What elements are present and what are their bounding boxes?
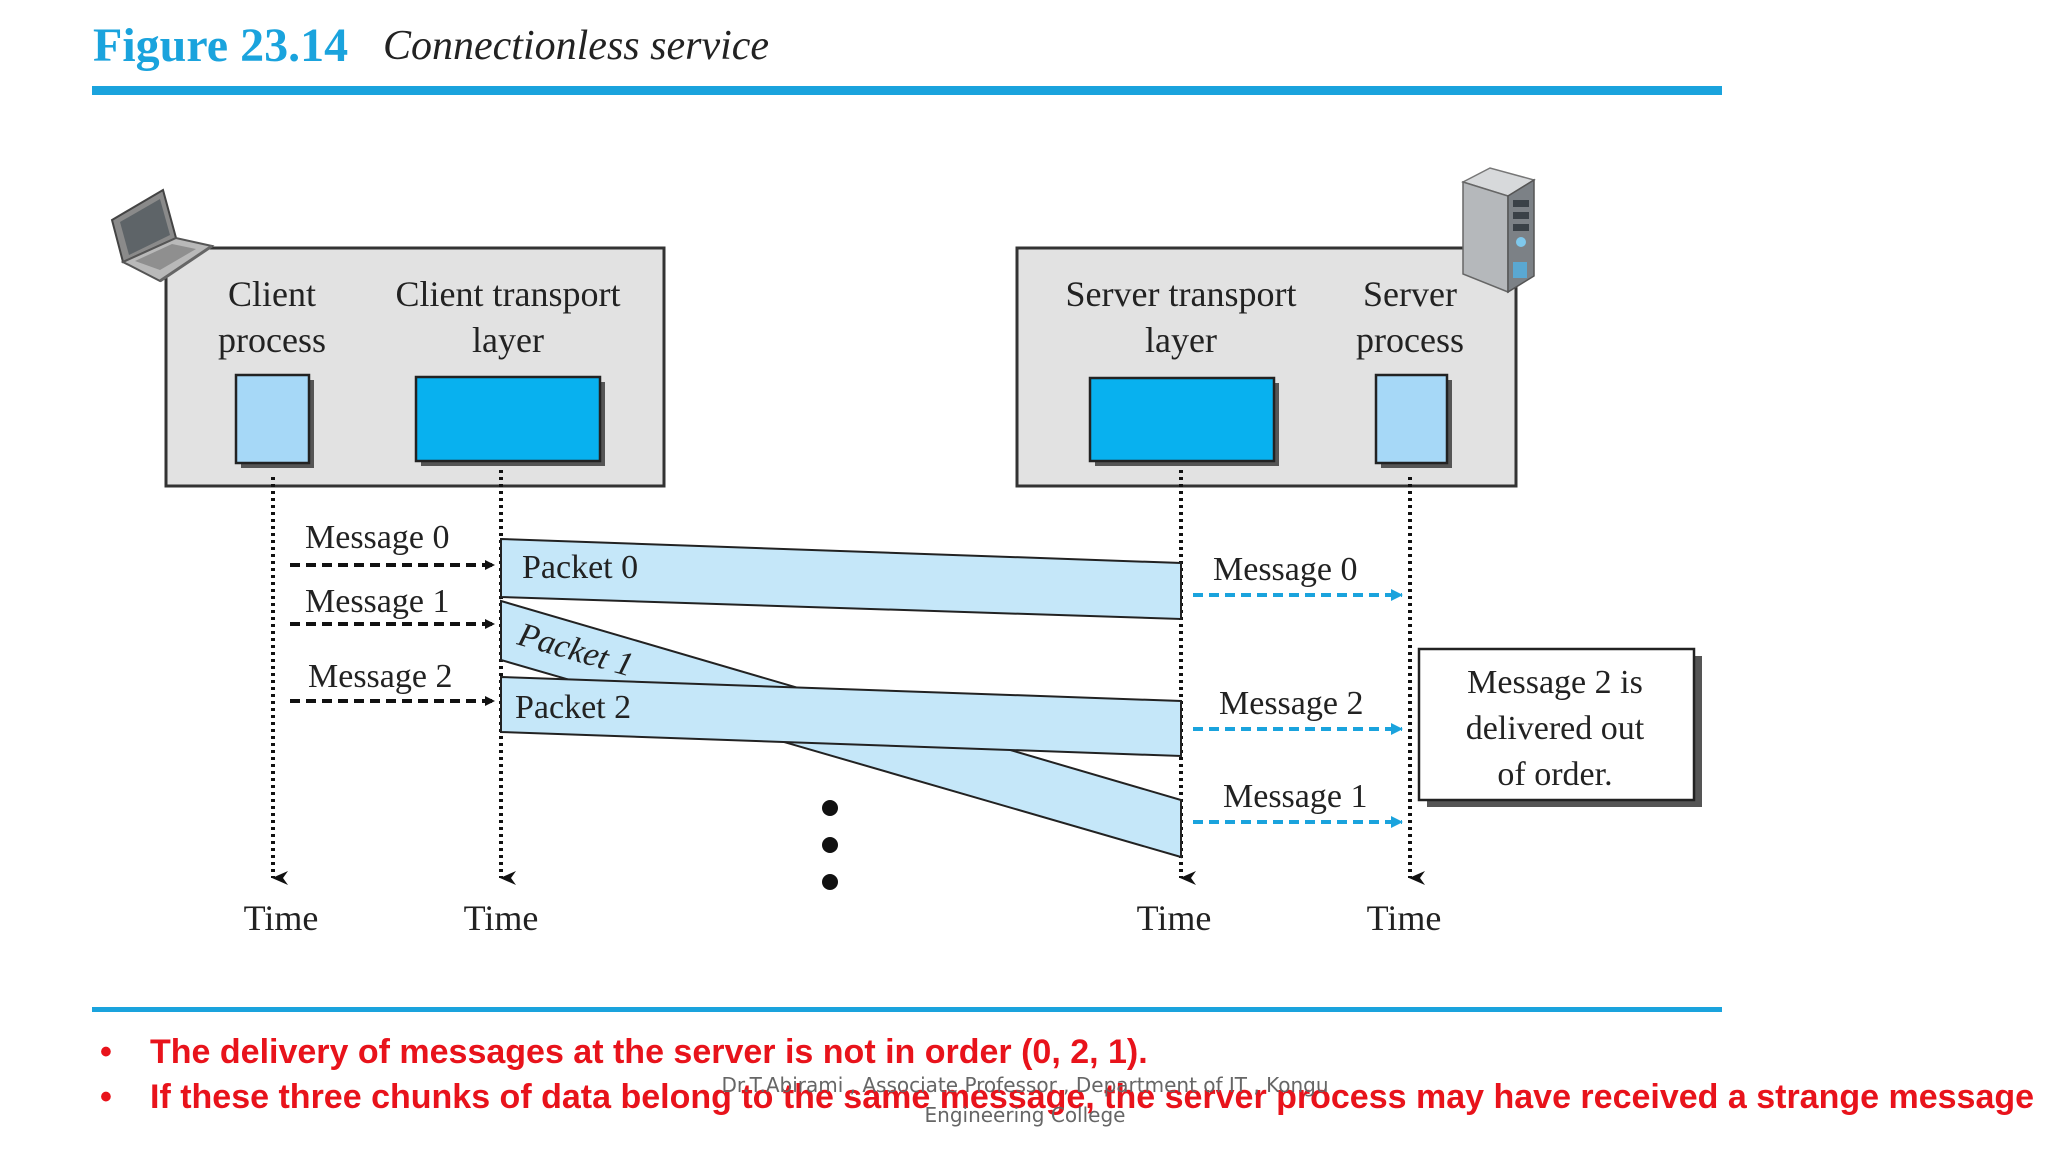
bullet-list: • The delivery of messages at the server …	[100, 1030, 2034, 1120]
footer-line-1: Dr.T.Abirami , Associate Professor , Dep…	[721, 1073, 1329, 1097]
out-of-order-note: Message 2 is delivered out of order.	[1417, 647, 1702, 807]
bullet-item: • If these three chunks of data belong to…	[100, 1075, 2034, 1120]
footer-rule	[92, 1007, 1722, 1012]
time-label-client-process: Time	[244, 898, 319, 938]
bullet-dot: •	[100, 1033, 112, 1071]
server-transport-label-line1: Server transport	[1066, 274, 1297, 314]
client-transport-box	[414, 375, 605, 466]
packet-0-label: Packet 0	[522, 549, 638, 586]
footer-line-2: Engineering College	[924, 1103, 1126, 1127]
client-transport-label-line1: Client transport	[396, 274, 621, 314]
client-process-label-line2: process	[218, 320, 326, 360]
server-process-box	[1374, 373, 1452, 468]
server-transport-label-line2: layer	[1145, 320, 1217, 360]
vertical-ellipsis-icon	[822, 800, 838, 890]
laptop-icon	[110, 188, 215, 283]
sent-message-1-label: Message 1	[305, 583, 449, 620]
server-transport-box	[1088, 376, 1279, 466]
delivered-message-0-label: Message 0	[1213, 551, 1357, 588]
client-transport-label-line2: layer	[472, 320, 544, 360]
client-process-box	[234, 373, 314, 468]
connectionless-service-diagram: Client process Client transport layer Se…	[110, 167, 1702, 938]
note-line-1: Message 2 is	[1467, 664, 1643, 701]
packet-2-band	[500, 675, 1182, 758]
figure-title: Connectionless service	[383, 23, 770, 69]
bullet-item: • The delivery of messages at the server …	[100, 1030, 2020, 1075]
header-rule	[92, 86, 1722, 95]
client-process-label-line1: Client	[228, 274, 316, 314]
server-tower-icon	[1461, 167, 1536, 294]
note-line-3: of order.	[1497, 756, 1612, 793]
bullet-text: If these three chunks of data belong to …	[150, 1078, 2035, 1116]
sent-message-2-label: Message 2	[308, 658, 452, 695]
time-label-server-process: Time	[1367, 898, 1442, 938]
delivered-message-2-label: Message 2	[1219, 685, 1363, 722]
bullet-dot: •	[100, 1078, 112, 1116]
sent-message-0-label: Message 0	[305, 519, 449, 556]
time-label-client-transport: Time	[464, 898, 539, 938]
time-label-server-transport: Time	[1137, 898, 1212, 938]
bullet-text: The delivery of messages at the server i…	[150, 1033, 1148, 1071]
packet-2-label: Packet 2	[515, 689, 631, 726]
slide-footer: Dr.T.Abirami , Associate Professor , Dep…	[690, 1070, 1360, 1130]
server-process-label-line1: Server	[1363, 274, 1457, 314]
packet-1-band	[500, 537, 1182, 621]
figure-number: Figure 23.14	[93, 19, 349, 72]
delivered-message-1-label: Message 1	[1223, 778, 1367, 815]
server-process-label-line2: process	[1356, 320, 1464, 360]
note-line-2: delivered out	[1466, 710, 1645, 747]
